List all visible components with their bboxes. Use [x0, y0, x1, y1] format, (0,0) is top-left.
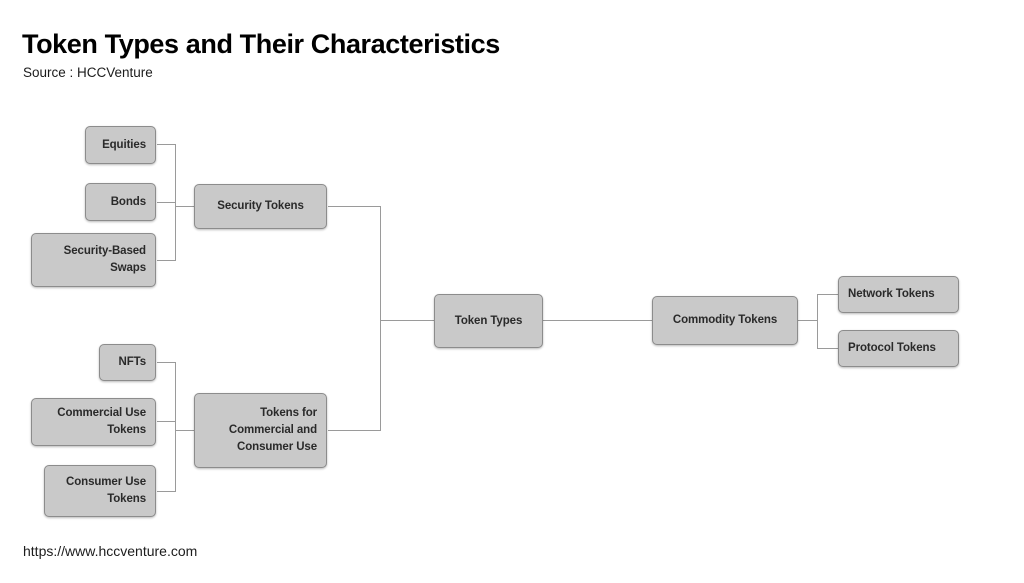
connector-security-tokens-out: [328, 206, 381, 207]
node-security-tokens[interactable]: Security Tokens: [194, 184, 327, 229]
node-bonds[interactable]: Bonds: [85, 183, 156, 221]
node-commercial-use-tokens[interactable]: Commercial Use Tokens: [31, 398, 156, 446]
connector-commercial-consumer-out: [328, 430, 381, 431]
node-token-types-root[interactable]: Token Types: [434, 294, 543, 348]
node-security-based-swaps[interactable]: Security-Based Swaps: [31, 233, 156, 287]
connector-security-tokens-in: [176, 206, 194, 207]
node-commodity-tokens-label: Commodity Tokens: [672, 314, 778, 327]
footer-url[interactable]: https://www.hccventure.com: [23, 543, 198, 559]
connector-security-based-swaps-stub: [157, 260, 176, 261]
node-consumer-use-tokens[interactable]: Consumer Use Tokens: [44, 465, 156, 517]
connector-commercial-bracket-vertical: [175, 362, 176, 491]
node-consumer-use-tokens-label: Consumer Use Tokens: [66, 476, 146, 505]
connector-equities-stub: [157, 144, 176, 145]
node-tokens-commercial-consumer-use[interactable]: Tokens for Commercial and Consumer Use: [194, 393, 327, 468]
connector-commercial-use-tokens-stub: [157, 421, 176, 422]
connector-network-tokens-stub: [818, 294, 838, 295]
node-token-types-root-label: Token Types: [454, 314, 523, 327]
node-network-tokens-label: Network Tokens: [848, 288, 935, 301]
connector-consumer-use-tokens-stub: [157, 491, 176, 492]
connector-commodity-bracket-vertical: [817, 294, 818, 349]
node-commodity-tokens[interactable]: Commodity Tokens: [652, 296, 798, 345]
connector-root-left-bracket-vertical: [380, 206, 381, 431]
connector-commodity-out: [798, 320, 817, 321]
node-equities-label: Equities: [102, 138, 146, 151]
connector-nfts-stub: [157, 362, 176, 363]
node-tokens-commercial-consumer-use-label: Tokens for Commercial and Consumer Use: [228, 407, 317, 453]
connector-commercial-consumer-in: [176, 430, 194, 431]
node-protocol-tokens[interactable]: Protocol Tokens: [838, 330, 959, 367]
connector-bonds-stub: [157, 202, 176, 203]
node-bonds-label: Bonds: [110, 195, 146, 208]
node-security-based-swaps-label: Security-Based Swaps: [63, 245, 146, 274]
node-security-tokens-label: Security Tokens: [217, 200, 304, 213]
node-equities[interactable]: Equities: [85, 126, 156, 164]
source-attribution: Source : HCCVenture: [23, 65, 153, 80]
connector-root-in-left: [381, 320, 434, 321]
node-commercial-use-tokens-label: Commercial Use Tokens: [57, 407, 146, 436]
connector-root-to-commodity: [543, 320, 652, 321]
page-title: Token Types and Their Characteristics: [22, 29, 500, 59]
node-nfts[interactable]: NFTs: [99, 344, 156, 381]
node-nfts-label: NFTs: [118, 356, 147, 369]
connector-protocol-tokens-stub: [818, 348, 838, 349]
node-protocol-tokens-label: Protocol Tokens: [848, 342, 936, 355]
node-network-tokens[interactable]: Network Tokens: [838, 276, 959, 313]
